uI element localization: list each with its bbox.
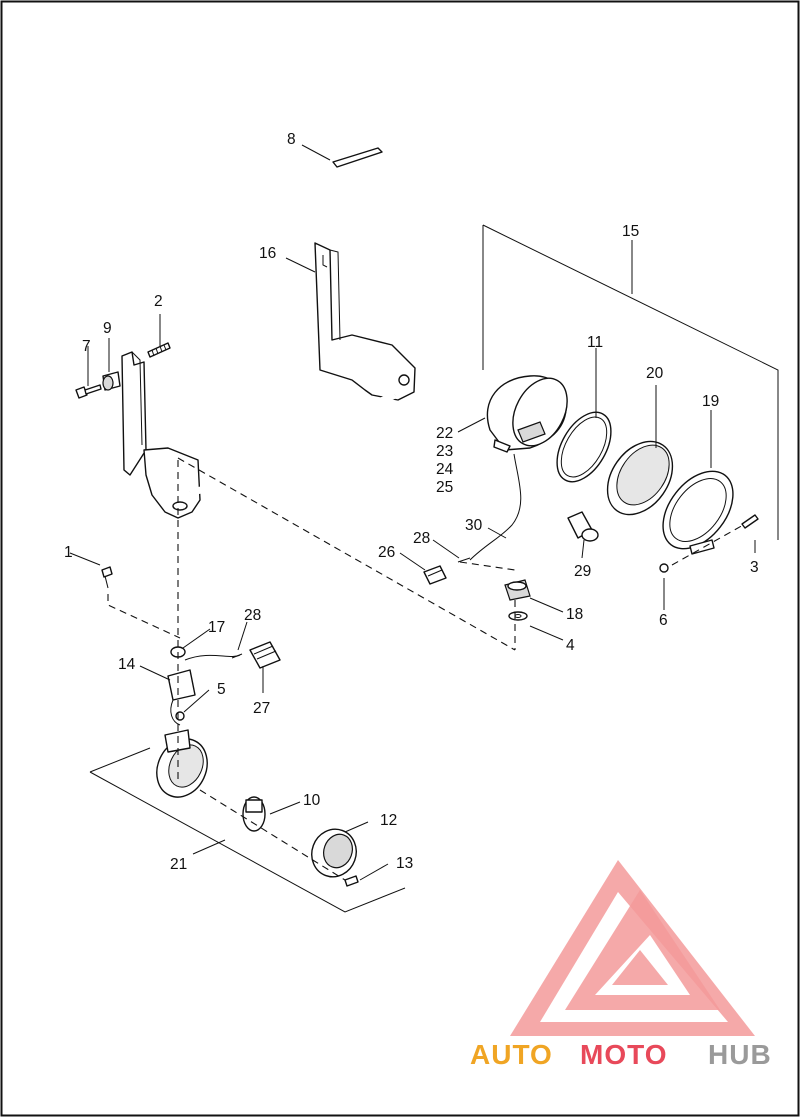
part-9-bushing bbox=[102, 371, 121, 391]
part-3-screw bbox=[741, 514, 759, 529]
part-10-bulb bbox=[242, 796, 266, 832]
callout-28-lower: 28 bbox=[244, 607, 261, 624]
callout-24: 24 bbox=[436, 461, 454, 478]
callout-26: 26 bbox=[378, 544, 395, 561]
part-1-screw bbox=[101, 566, 113, 589]
leader-lines bbox=[69, 144, 756, 881]
part-22-housing bbox=[486, 375, 568, 453]
callout-11: 11 bbox=[587, 334, 603, 351]
watermark-auto: AUTO bbox=[470, 1039, 553, 1070]
assembly-15-bracket-line bbox=[482, 224, 779, 540]
part-28-terminal-upper bbox=[457, 557, 471, 563]
part-5-wire-lead bbox=[175, 711, 185, 721]
part-20-lens bbox=[606, 440, 674, 516]
callout-25: 25 bbox=[436, 479, 453, 496]
part-26-connector bbox=[423, 565, 447, 585]
callout-29: 29 bbox=[574, 563, 591, 580]
callout-3: 3 bbox=[750, 559, 759, 576]
part-2-stud bbox=[147, 342, 171, 358]
part-11-gasket bbox=[556, 411, 612, 483]
watermark-hub: HUB bbox=[708, 1039, 772, 1070]
callout-6: 6 bbox=[659, 612, 668, 629]
assembly-dashed-lines bbox=[107, 457, 516, 780]
part-12-lens bbox=[311, 828, 357, 878]
part-13-screw bbox=[344, 875, 359, 887]
watermark-moto: MOTO bbox=[580, 1039, 667, 1070]
callout-8: 8 bbox=[287, 131, 296, 148]
callout-19: 19 bbox=[702, 393, 719, 410]
assembly-21-bracket-line bbox=[89, 747, 406, 913]
part-30-wire bbox=[469, 453, 522, 561]
callout-30: 30 bbox=[465, 517, 483, 534]
part-8-pin bbox=[332, 147, 383, 168]
part-21-signal-housing bbox=[156, 729, 208, 798]
callout-21: 21 bbox=[170, 856, 187, 873]
part-16-bracket bbox=[121, 242, 416, 519]
callout-4: 4 bbox=[566, 637, 575, 654]
callout-12: 12 bbox=[380, 812, 397, 829]
callout-22: 22 bbox=[436, 425, 453, 442]
callout-9: 9 bbox=[103, 320, 112, 337]
callout-15: 15 bbox=[622, 223, 639, 240]
callout-13: 13 bbox=[396, 855, 413, 872]
part-4-washer bbox=[508, 611, 528, 621]
part-19-trim-ring bbox=[662, 470, 734, 555]
callout-5: 5 bbox=[217, 681, 226, 698]
part-27-connector bbox=[249, 641, 281, 669]
callout-14: 14 bbox=[118, 656, 136, 673]
callout-1: 1 bbox=[64, 544, 73, 561]
part-29-bulb bbox=[567, 511, 599, 542]
callout-23: 23 bbox=[436, 443, 453, 460]
part-28-terminal-lower bbox=[231, 653, 243, 659]
callout-27: 27 bbox=[253, 700, 270, 717]
callout-2: 2 bbox=[154, 293, 163, 310]
callout-20: 20 bbox=[646, 365, 664, 382]
callout-7: 7 bbox=[82, 338, 91, 355]
callout-10: 10 bbox=[303, 792, 321, 809]
callout-18: 18 bbox=[566, 606, 583, 623]
part-7-bolt bbox=[75, 384, 102, 399]
automotohub-logo bbox=[510, 860, 755, 1036]
part-18-grommet bbox=[504, 579, 531, 601]
part-6-nut bbox=[659, 563, 669, 573]
callout-28-upper: 28 bbox=[413, 530, 430, 547]
callout-17: 17 bbox=[208, 619, 225, 636]
callout-16: 16 bbox=[259, 245, 276, 262]
